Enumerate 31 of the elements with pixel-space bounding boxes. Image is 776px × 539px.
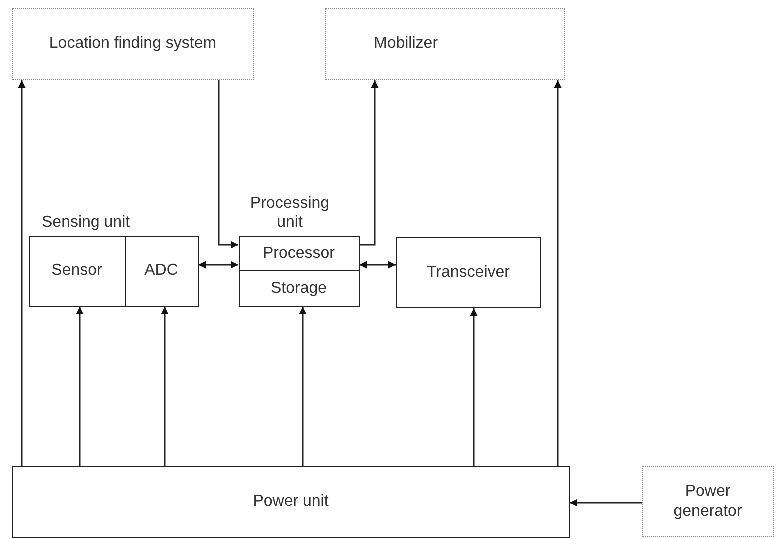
box-label: Mobilizer bbox=[374, 34, 438, 54]
box-label: Sensor bbox=[52, 261, 102, 281]
arrow bbox=[18, 80, 26, 466]
component-box bbox=[238, 270, 360, 306]
box-label: Power generator bbox=[672, 482, 744, 521]
arrow bbox=[360, 80, 379, 246]
unit-heading: Processing unit bbox=[249, 194, 331, 232]
external-component-box bbox=[642, 466, 774, 537]
arrow bbox=[76, 307, 84, 466]
arrow bbox=[161, 307, 169, 466]
box-label: Transceiver bbox=[427, 262, 510, 282]
box-label: Location finding system bbox=[49, 34, 217, 54]
unit-heading: Sensing unit bbox=[42, 212, 132, 232]
box-label: Storage bbox=[270, 278, 328, 298]
double-arrow bbox=[360, 261, 396, 269]
component-box bbox=[28, 236, 126, 306]
arrow bbox=[570, 499, 642, 507]
arrow bbox=[218, 80, 238, 249]
component-box bbox=[238, 236, 360, 272]
double-arrow bbox=[198, 261, 238, 269]
box-label: Processor bbox=[262, 244, 336, 264]
box-label: ADC bbox=[144, 261, 178, 281]
external-component-box bbox=[325, 8, 565, 80]
box-label: Power unit bbox=[253, 492, 329, 512]
component-box bbox=[396, 237, 541, 308]
arrow bbox=[554, 80, 562, 466]
external-component-box bbox=[12, 8, 254, 80]
arrow bbox=[470, 308, 478, 466]
component-box bbox=[124, 236, 198, 306]
arrow bbox=[299, 307, 307, 466]
component-box bbox=[12, 466, 570, 538]
